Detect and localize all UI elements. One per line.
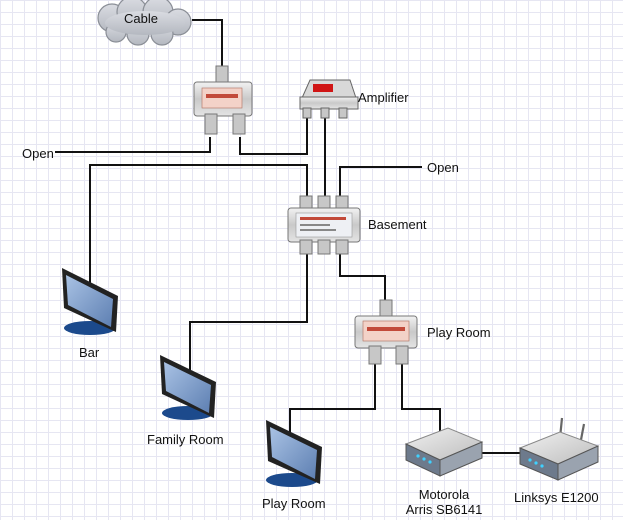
playroom-splitter-label: Play Room — [427, 325, 491, 340]
modem-label: Motorola Arris SB6141 — [396, 487, 492, 517]
wire-amplifier-to-bar — [89, 164, 308, 310]
bar-label: Bar — [79, 345, 100, 360]
amplifier-label: Amplifier — [358, 90, 409, 105]
basement-splitter-icon — [287, 195, 361, 255]
open-right-label: Open — [427, 160, 459, 175]
cable-label: Cable — [124, 11, 158, 26]
tv-play-room-icon — [266, 420, 322, 487]
amplifier-icon — [299, 79, 359, 119]
wire-playroom-to-tv — [289, 362, 376, 440]
wire-basement-open — [339, 166, 422, 198]
basement-label: Basement — [368, 217, 427, 232]
wire-cable-to-splitter — [192, 19, 223, 80]
top-splitter-icon — [193, 65, 253, 135]
wire-basement-to-family — [189, 250, 308, 395]
modem-label-line1: Motorola — [418, 487, 470, 502]
cable-cloud-icon — [97, 0, 192, 46]
family-room-label: Family Room — [147, 432, 224, 447]
tv-bar-icon — [62, 268, 118, 335]
cables — [55, 19, 520, 454]
open-left-label: Open — [22, 146, 54, 161]
wire-playroom-to-modem — [401, 362, 441, 435]
modem-label-line2: Arris SB6141 — [405, 502, 483, 517]
wire-splitter-to-amplifier — [239, 115, 308, 155]
tv-play-room-label: Play Room — [262, 496, 326, 511]
tv-family-room-icon — [160, 355, 216, 420]
modem-icon — [404, 427, 484, 477]
playroom-splitter-icon — [354, 299, 418, 365]
wire-basement-to-playroom — [339, 250, 386, 302]
router-icon — [518, 417, 600, 481]
wire-open-left — [55, 137, 211, 153]
router-label: Linksys E1200 — [514, 490, 599, 505]
